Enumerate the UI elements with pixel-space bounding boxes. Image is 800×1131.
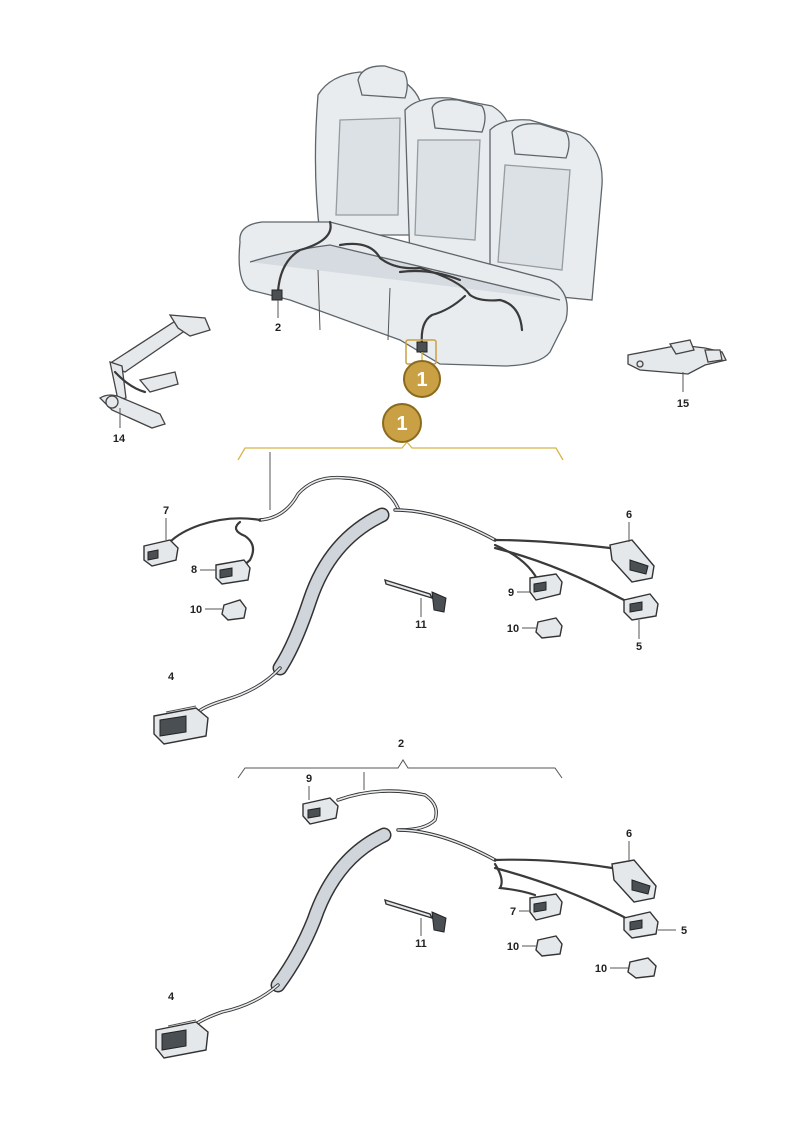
s1-label-8: 8	[191, 564, 197, 576]
main-callout-number: 1	[416, 369, 427, 391]
s1-connector-8	[215, 559, 251, 585]
s1-clip-10b	[535, 617, 563, 639]
part-15-bracket	[627, 339, 727, 375]
s2-cable-tie-11	[384, 898, 447, 933]
section-1-harness	[168, 475, 634, 714]
section-2-bracket	[237, 759, 563, 779]
s2-label-10b: 10	[595, 963, 607, 975]
s2-label-10a: 10	[507, 941, 519, 953]
s1-connector-5	[623, 593, 659, 621]
part-14-bracket	[98, 314, 211, 429]
main-callout-badge[interactable]: 1	[403, 352, 441, 398]
part-15-label: 15	[677, 398, 689, 410]
s1-connector-9	[529, 573, 563, 601]
s2-connector-4	[155, 1019, 209, 1059]
section-1-bracket	[237, 440, 564, 461]
s2-connector-7	[529, 893, 563, 921]
s1-label-6: 6	[626, 509, 632, 521]
section-callout-number: 1	[396, 413, 407, 435]
s2-label-6: 6	[626, 828, 632, 840]
s1-label-7: 7	[163, 505, 169, 517]
s2-label-7: 7	[510, 906, 516, 918]
s2-label-9: 9	[306, 773, 312, 785]
s2-label-4: 4	[168, 991, 175, 1003]
s2-label-5: 5	[681, 925, 687, 937]
s1-cable-tie-11	[384, 578, 447, 613]
s1-label-11: 11	[415, 619, 427, 631]
s1-connector-4	[153, 705, 209, 745]
s1-connector-7	[143, 539, 179, 567]
s1-label-10b: 10	[507, 623, 519, 635]
s1-clip-10a	[221, 599, 247, 621]
s1-label-9: 9	[508, 587, 514, 599]
s1-label-4: 4	[168, 671, 175, 683]
s1-connector-6	[609, 539, 655, 583]
s2-connector-6	[611, 859, 657, 903]
rear-seat-illustration	[238, 65, 603, 367]
s2-connector-9	[302, 797, 339, 825]
seat-part-2-label: 2	[275, 322, 281, 334]
section-2-harness	[194, 789, 630, 1026]
s2-clip-10b	[627, 957, 657, 979]
section-callout-badge[interactable]: 1	[382, 403, 422, 443]
part-14-label: 14	[113, 433, 126, 445]
s2-connector-5	[623, 911, 659, 939]
section-2-label: 2	[398, 738, 404, 750]
s2-label-11: 11	[415, 938, 427, 950]
s2-clip-10a	[535, 935, 563, 957]
s1-label-5: 5	[636, 641, 642, 653]
s1-label-10a: 10	[190, 604, 202, 616]
